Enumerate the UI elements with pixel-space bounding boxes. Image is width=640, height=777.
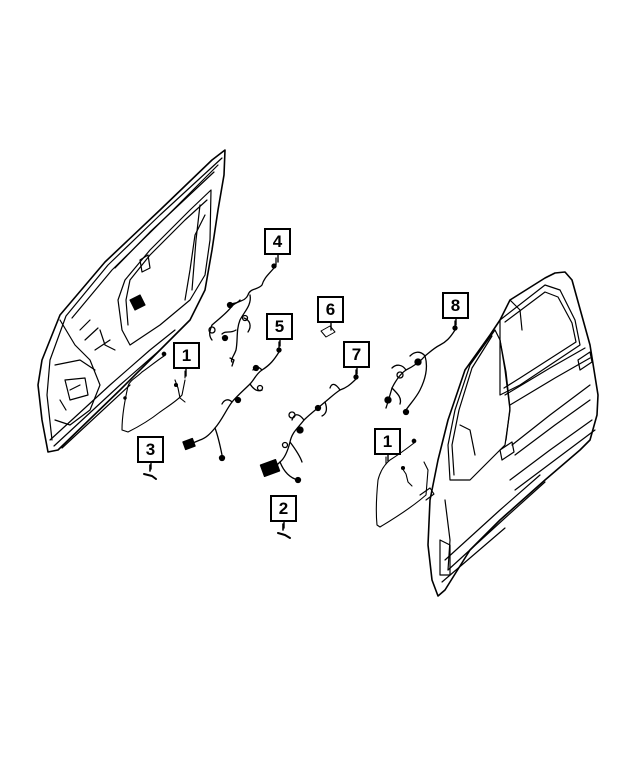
callout-leaders xyxy=(150,254,457,529)
clip-2[interactable] xyxy=(277,523,291,539)
rear-door-shell[interactable] xyxy=(427,271,599,597)
callout-1-left[interactable]: 1 xyxy=(173,342,200,369)
harness-4[interactable] xyxy=(208,257,277,367)
callout-3[interactable]: 3 xyxy=(137,436,164,463)
callout-5[interactable]: 5 xyxy=(266,313,293,340)
harness-5[interactable] xyxy=(182,341,282,462)
callout-4[interactable]: 4 xyxy=(264,228,291,255)
callout-2[interactable]: 2 xyxy=(270,495,297,522)
harness-7[interactable] xyxy=(259,369,359,484)
front-door-shell[interactable] xyxy=(37,149,226,453)
clip-3[interactable] xyxy=(143,464,157,480)
callout-7[interactable]: 7 xyxy=(343,341,370,368)
jumper-wire-1-left[interactable] xyxy=(121,351,186,433)
jumper-wire-1-right[interactable] xyxy=(375,438,435,528)
callout-1-right[interactable]: 1 xyxy=(374,428,401,455)
tag-6[interactable] xyxy=(320,325,336,338)
harness-8[interactable] xyxy=(384,320,458,416)
callout-6[interactable]: 6 xyxy=(317,296,344,323)
callout-8[interactable]: 8 xyxy=(442,292,469,319)
